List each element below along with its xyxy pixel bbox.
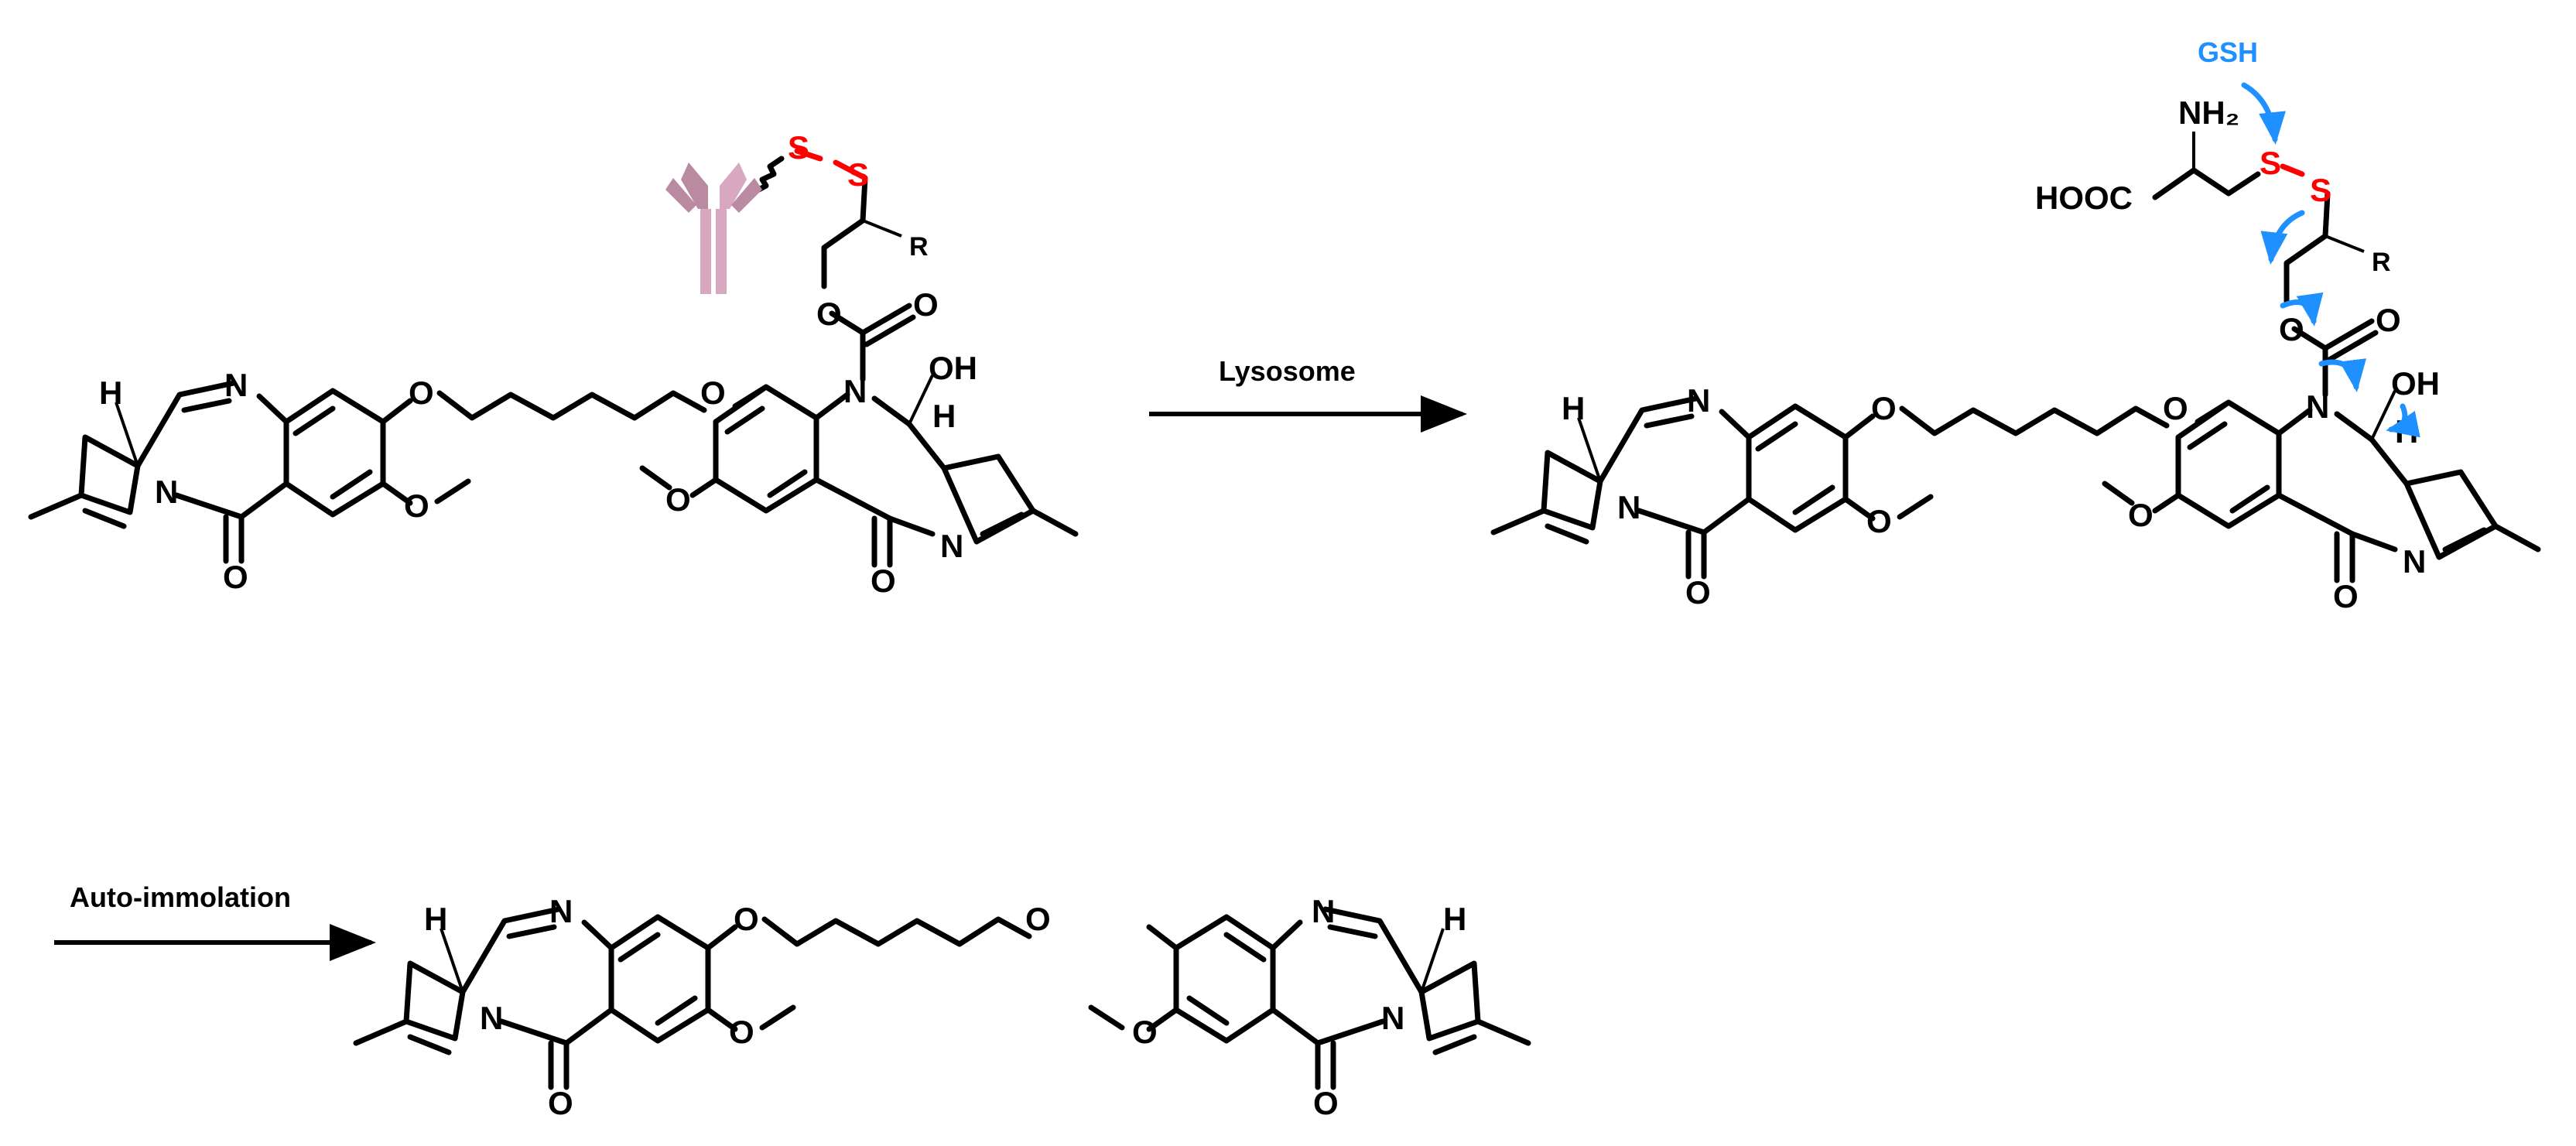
atom-n: N [940, 528, 963, 564]
atom-o: O [548, 1085, 573, 1121]
pentyl-linker [1899, 405, 2170, 436]
atom-o: O [700, 375, 726, 411]
atom-o: O [1313, 1085, 1339, 1121]
atom-n: N [2403, 543, 2426, 580]
atom-s: S [2260, 145, 2281, 181]
atom-o: O [1866, 503, 1892, 539]
atom-o: O [2376, 302, 2401, 338]
atom-s: S [847, 156, 869, 193]
atom-n: N [1687, 382, 1710, 419]
reagent-gsh-label: GSH [2198, 36, 2258, 68]
left-pbd-unit: H N N O O O [353, 893, 796, 1121]
atom-o: O [1132, 1014, 1158, 1050]
left-pbd-unit: H N N O O O [28, 367, 471, 595]
atom-amine: NH₂ [2178, 94, 2239, 131]
right-pbd-unit: O N OH H N O O O R [639, 129, 1079, 599]
atom-oh: OH [2391, 365, 2440, 402]
atom-o: O [404, 487, 429, 524]
atom-o: O [871, 563, 896, 599]
arrow-step-2: Auto-immolation [54, 881, 376, 961]
atom-carboxyl: HOOC [2035, 180, 2133, 216]
atom-n: N [1617, 489, 1640, 525]
arrow-step-1: Lysosome [1149, 355, 1467, 433]
atom-o: O [1025, 901, 1051, 937]
right-pbd-unit [1088, 906, 1531, 1090]
atom-n: N [155, 474, 178, 510]
left-pbd-unit: H N N O O O [1490, 382, 1934, 611]
atom-o: O [2163, 390, 2188, 426]
atom-r: R [909, 232, 929, 262]
right-pbd-unit: O N OH H N O O O R S [2035, 82, 2541, 614]
atom-o: O [223, 559, 248, 595]
atom-o: O [1685, 574, 1711, 611]
atom-n: N [1312, 893, 1335, 929]
atom-h: H [424, 901, 447, 937]
atom-n: N [480, 1000, 503, 1036]
pentyl-linker [761, 916, 1032, 947]
atom-h: H [932, 398, 956, 434]
atom-n: N [549, 893, 573, 929]
arrow-label-auto-immolation: Auto-immolation [70, 881, 291, 913]
atom-o: O [2333, 578, 2359, 614]
atom-oh: OH [929, 350, 977, 386]
antibody-icon [665, 162, 762, 294]
arrow-label-lysosome: Lysosome [1219, 355, 1356, 387]
pentyl-linker [436, 390, 707, 421]
atom-o: O [409, 375, 434, 411]
atom-s: S [2310, 172, 2331, 208]
atom-o: O [913, 286, 939, 323]
atom-o: O [2279, 311, 2304, 347]
atom-h: H [1443, 901, 1466, 937]
molecule-pbd-dimer: H N N O O O O [353, 893, 1531, 1121]
atom-o: O [816, 296, 842, 332]
atom-s: S [788, 129, 809, 166]
atom-o: O [734, 901, 759, 937]
molecule-lysosomal-intermediate: H N N O O O O O N [1490, 36, 2541, 614]
atom-r: R [2372, 248, 2391, 277]
atom-h: H [1562, 390, 1585, 426]
atom-o: O [1871, 390, 1897, 426]
atom-o: O [729, 1014, 754, 1050]
molecule-adc: H N N O O O O [28, 129, 1079, 599]
atom-n: N [1381, 1000, 1404, 1036]
atom-n: N [224, 367, 248, 403]
atom-h: H [99, 375, 122, 411]
